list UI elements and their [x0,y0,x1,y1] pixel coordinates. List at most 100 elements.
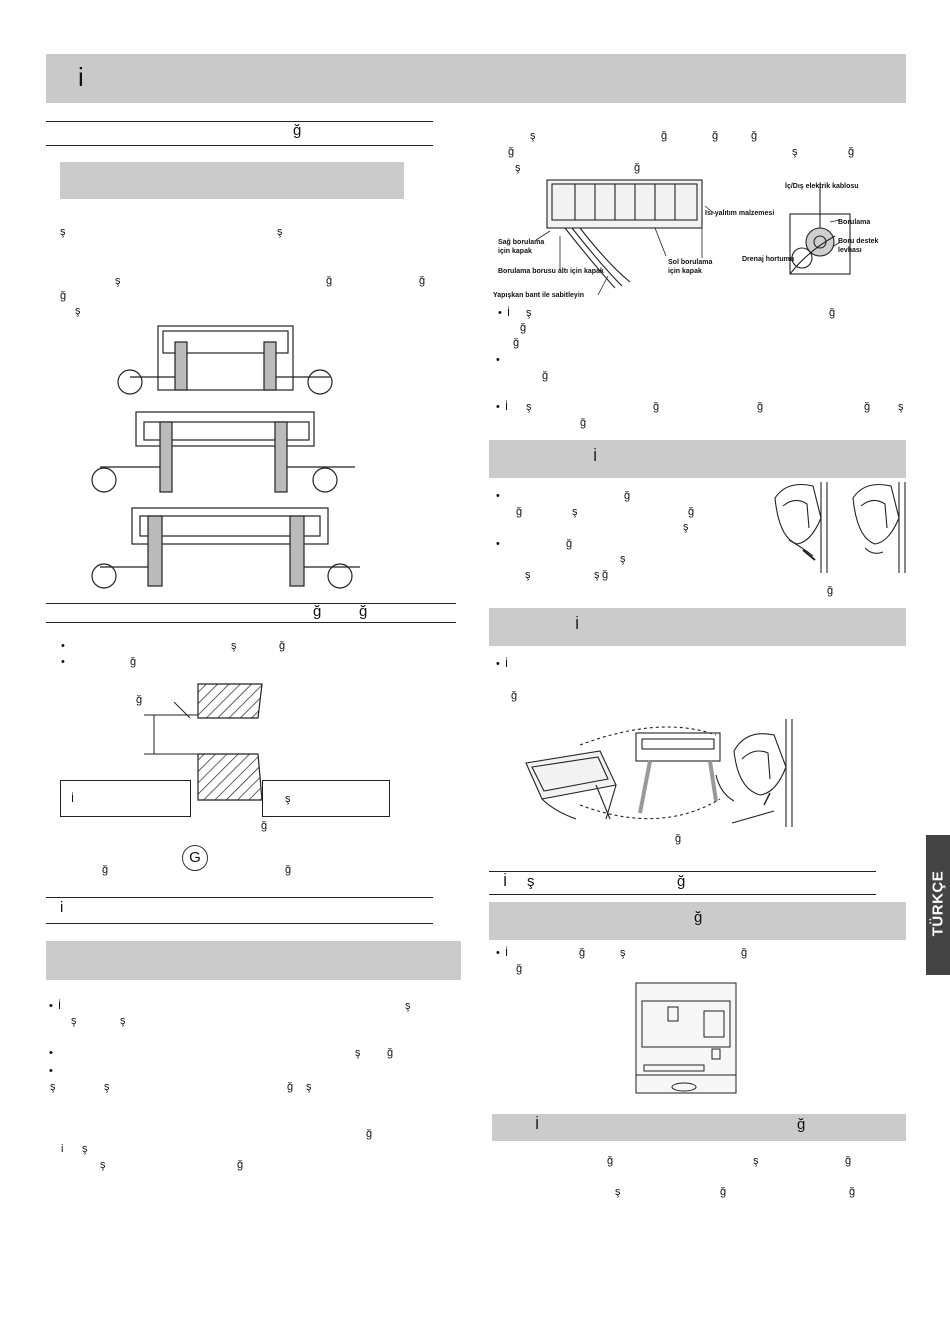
wall-gap-diagram [144,683,263,801]
banner-title: i [78,62,84,92]
piping-figure [535,179,851,296]
text-char: ş [515,162,521,174]
section-bar-2 [489,608,906,646]
text-char: ğ [130,656,137,668]
text-char: ş [572,506,578,518]
text-char: ğ [864,401,871,413]
g-circle-icon: G [182,845,208,871]
text-char: ğ [566,538,573,550]
text-char: ğ [261,820,268,832]
text-char: ğ [757,401,764,413]
text-char: ğ [419,275,426,287]
text-char: ş [530,130,536,142]
language-tab-label: TÜRKÇE [929,870,947,937]
text-char: ş [620,553,626,565]
gap-label: ğ [136,694,143,706]
section-heading-char: ğ [293,122,302,139]
unit-front-figure [635,982,737,1094]
fig-label-bottom-cover: Borulama borusu altı için kapak [498,268,604,275]
text-char: ş [683,521,689,533]
text-char: ş [792,146,798,158]
section-bar-4-letter: İ [535,1116,540,1133]
text-char: ş [120,1015,126,1027]
text-char: ş [277,226,283,238]
mounting-plate-diagrams [91,325,360,589]
section-heading-char: ğ [313,603,322,620]
top-banner [46,54,906,103]
text-char: ş [620,947,626,959]
text-char: i [61,1143,64,1155]
bullet-item: İ [496,658,508,671]
fig-label-wire: İç/Dış elektrik kablosu [785,183,859,190]
text-char: ş [71,1015,77,1027]
section-bar-4-char: ğ [797,1116,806,1133]
section-heading-char: i [60,899,64,916]
text-char: ğ [688,506,695,518]
text-char: ğ [102,864,109,876]
text-char: ğ [285,864,292,876]
text-char: ş [594,569,600,581]
text-char: ş [306,1081,312,1093]
text-char: ğ [653,401,660,413]
unit-hook-figure [525,719,793,827]
fig-label-drain: Drenaj hortumu [742,256,795,263]
fig-label-insulation: Isı yalıtım malzemesi [705,210,775,217]
text-char: ğ [741,947,748,959]
text-char: ğ [516,506,523,518]
section-bar-1 [489,440,906,478]
text-char: ş [526,307,532,319]
text-char: ğ [848,146,855,158]
text-char: ş [104,1081,110,1093]
section-bar-4 [492,1114,906,1141]
label-box-right-text: ş [285,793,291,805]
section-heading-char: ğ [359,603,368,620]
section-rule-r-top [489,871,876,872]
text-char: ğ [607,1155,614,1167]
text-char: ğ [516,963,523,975]
text-char: ğ [542,370,549,382]
section-rule-2-top [46,603,456,604]
subsection-bar-2 [46,941,461,980]
bullet-item: İ [498,307,510,320]
section-rule-r-bottom [489,894,876,895]
fig-label-piping: Borulama [838,219,871,226]
text-char: ğ [580,417,587,429]
section-bar-3-char: ğ [694,909,703,926]
unit-tilt-figure [774,482,906,573]
text-char: ğ [279,640,286,652]
text-char: ş [60,226,66,238]
text-char: ş [115,275,121,287]
section-rule-top [46,121,433,122]
text-char: ş [615,1186,621,1198]
text-char: ş [526,401,532,413]
text-char: ğ [287,1081,294,1093]
text-char: ğ [387,1047,394,1059]
text-char: ğ [520,322,527,334]
bullet-item: İ [496,401,508,414]
text-char: ğ [624,490,631,502]
text-char: ğ [366,1128,373,1140]
label-box-left-text: İ [71,793,75,805]
fig-label-right-cover: Sağ borulama için kapak [498,239,545,255]
language-tab[interactable]: TÜRKÇE [926,835,950,975]
text-char: ğ [326,275,333,287]
section-rule-2-bottom [46,622,456,623]
label-box-left: İ [60,780,191,817]
rule-line-char: ğ [677,873,686,890]
fig-label-tape: Yapışkan bant ile sabitleyin [493,292,585,299]
text-char: ş [231,640,237,652]
text-char: ğ [511,690,518,702]
bullet-item: İ [496,947,508,960]
text-char: ş [355,1047,361,1059]
rule-line-char: İ [503,873,508,890]
fig-label-left-cover: Sol borulama için kapak [668,259,713,275]
rule-line-char: ş [527,873,535,890]
text-char: ğ [849,1186,856,1198]
fig2-label: ğ [675,833,682,845]
text-char: ğ [827,585,834,597]
text-char: ş [75,305,81,317]
text-char: ğ [661,130,668,142]
text-char: ğ [712,130,719,142]
fig-label-support: Boru destek levhası [838,238,879,254]
section-bar-1-letter: İ [593,448,598,465]
